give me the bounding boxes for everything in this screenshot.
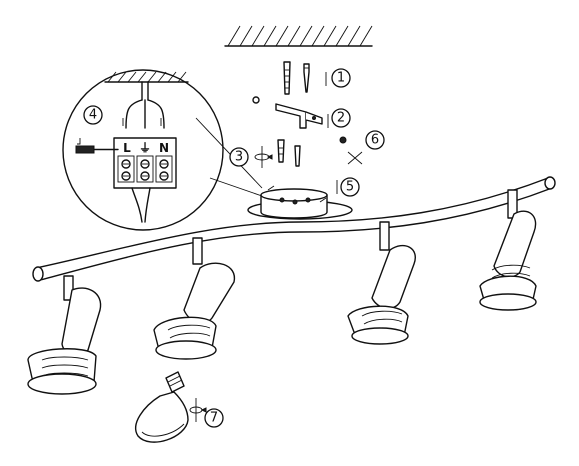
terminal-label-neutral: N [159,141,169,155]
screw-icon [283,61,310,95]
magnifier-leader [195,117,263,197]
svg-text:2: 2 [337,111,345,126]
step-1: 1 [331,68,351,88]
ceiling-hatch-icon [224,25,373,47]
svg-text:5: 5 [346,180,354,195]
terminal-label-earth: ⏚ [139,141,151,155]
step-2: 2 [331,108,351,128]
svg-text:4: 4 [89,108,97,123]
bracket-icon [252,96,323,129]
step-3: 3 [229,147,249,167]
step-7: 7 [204,408,224,428]
nut-icon [339,136,363,165]
track-bar [32,176,556,282]
spotlight-icon [153,237,235,360]
spotlight-icon [479,189,537,311]
spotlight-icon [27,275,102,395]
svg-text:3: 3 [235,150,243,165]
canopy-icon [247,185,353,220]
screwdriver-icon [75,138,119,154]
step-5: 5 [340,177,360,197]
terminal-block-icon [113,137,177,223]
svg-text:1: 1 [337,71,345,86]
step-4: 4 [83,105,103,125]
bulb-icon [135,371,189,443]
svg-text:6: 6 [371,133,379,148]
rotation-arrow-icon [254,146,273,168]
rotation-arrow-icon [189,398,207,422]
svg-text:7: 7 [210,411,218,426]
terminal-label-live: L [123,141,131,155]
spotlight-icon [347,221,416,345]
screw-icon [277,139,301,167]
step-6: 6 [365,130,385,150]
